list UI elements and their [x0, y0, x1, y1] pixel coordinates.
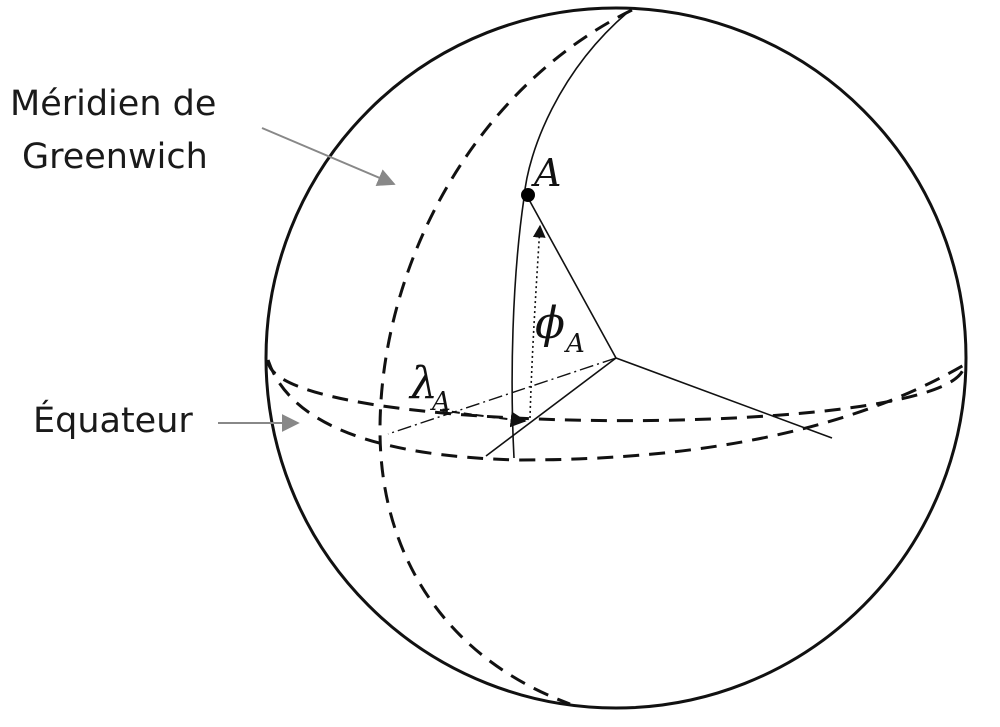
equator-back — [266, 359, 966, 423]
latitude-subscript: A — [564, 329, 585, 359]
meridian-label-line1: Méridien de — [10, 84, 216, 124]
point-A-label: A — [531, 151, 561, 195]
radius-to-A — [526, 195, 617, 359]
greenwich-meridian — [378, 8, 633, 706]
meridian-through-A — [511, 11, 629, 459]
equator-label: Équateur — [33, 399, 193, 441]
meridian-pointer-arrow — [261, 127, 396, 186]
sphere-outline — [264, 6, 968, 710]
point-A-dot — [521, 188, 535, 202]
equator-front — [266, 359, 965, 462]
longitude-subscript: A — [430, 387, 451, 417]
radius-to-greenwich — [387, 357, 617, 435]
radius-to-equator — [485, 357, 617, 457]
longitude-arc — [439, 409, 527, 428]
radius-right — [615, 357, 833, 439]
latitude-label: ϕ — [535, 298, 565, 349]
meridian-label-line2: Greenwich — [22, 137, 208, 177]
longitude-label: λ — [408, 358, 438, 409]
